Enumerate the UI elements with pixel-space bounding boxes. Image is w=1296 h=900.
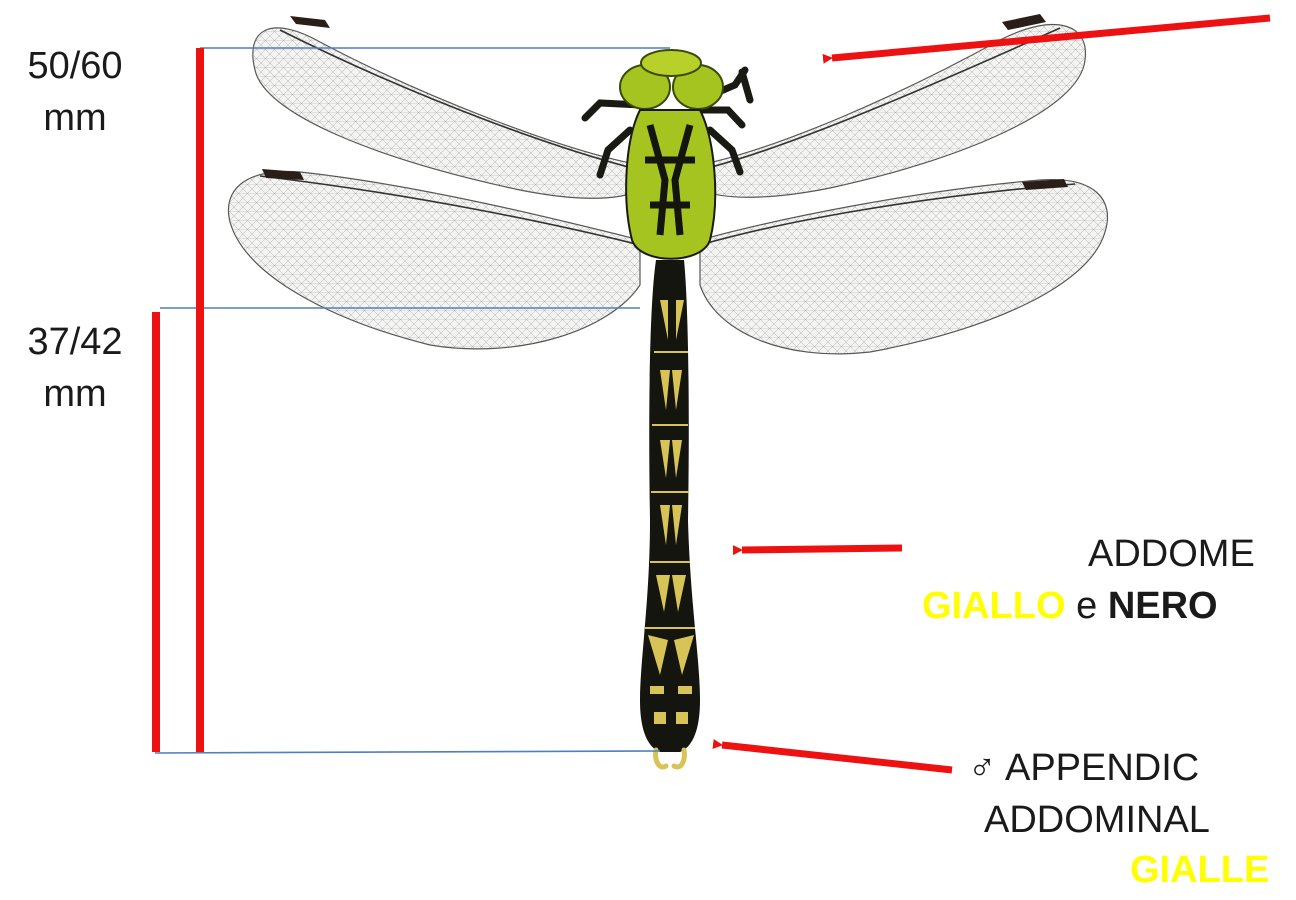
anal-appendages bbox=[656, 750, 685, 767]
abdomen-color-black: NERO bbox=[1108, 585, 1218, 627]
thorax bbox=[626, 110, 715, 259]
abdomen-title: ADDOME bbox=[1088, 528, 1255, 580]
stigma-front-left bbox=[290, 16, 330, 28]
arrow-abdomen bbox=[742, 548, 902, 550]
appendages-line-1: ♂ APPENDIC bbox=[968, 742, 1199, 794]
appendages-title: APPENDIC bbox=[1005, 747, 1199, 789]
wingspan-label: 50/60 mm bbox=[10, 40, 140, 144]
measure-bars bbox=[156, 48, 200, 752]
head-thorax bbox=[620, 50, 723, 259]
body-length-label: 37/42 mm bbox=[10, 316, 140, 420]
abdomen-color-yellow: GIALLO bbox=[922, 585, 1066, 627]
abdomen bbox=[640, 260, 700, 767]
body-length-unit: mm bbox=[10, 368, 140, 420]
appendages-color: GIALLE bbox=[1130, 844, 1269, 896]
appendages-line-2: ADDOMINAL bbox=[984, 794, 1210, 846]
abdomen-colors: GIALLO e NERO bbox=[922, 580, 1218, 632]
abdomen-connector: e bbox=[1076, 585, 1097, 627]
wingspan-unit: mm bbox=[10, 92, 140, 144]
male-symbol-icon: ♂ bbox=[968, 747, 997, 789]
abdomen-body bbox=[640, 260, 700, 752]
arrow-appendages bbox=[722, 745, 952, 770]
guide-bottom bbox=[155, 751, 660, 753]
head-front bbox=[641, 50, 701, 76]
body-length-value: 37/42 bbox=[10, 316, 140, 368]
wingspan-value: 50/60 bbox=[10, 40, 140, 92]
